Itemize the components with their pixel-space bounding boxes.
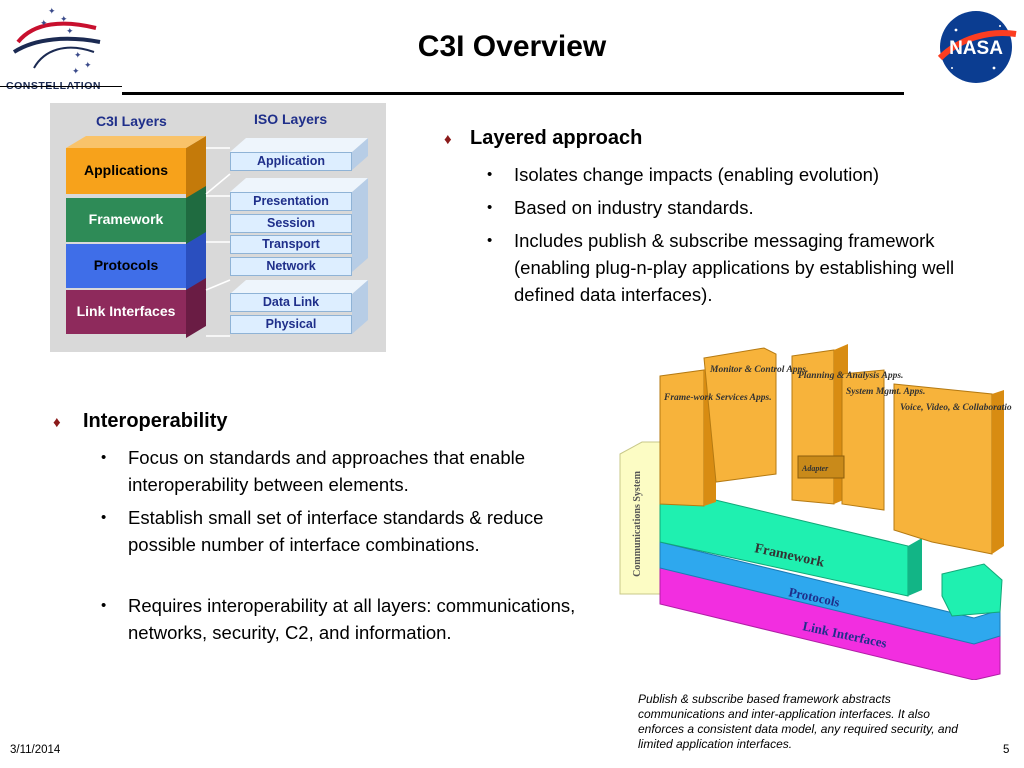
c3i-layers-header: C3I Layers xyxy=(96,113,167,129)
app-label-framework-services: Frame-work Services Apps. xyxy=(663,393,772,403)
comm-system-label: Communications System xyxy=(632,470,643,577)
bullet-dot-icon: • xyxy=(101,449,107,466)
list-item: • Establish small set of interface stand… xyxy=(101,504,568,558)
iso-layer-session: Session xyxy=(230,214,352,233)
c3i-layer-framework: Framework xyxy=(66,198,186,242)
app-label-system-mgmt: System Mgmt. Apps. xyxy=(846,387,925,397)
interoperability-heading-text: Interoperability xyxy=(83,410,228,432)
svg-text:✦: ✦ xyxy=(74,51,82,61)
page-number: 5 xyxy=(1003,744,1010,756)
svg-text:✦: ✦ xyxy=(40,19,48,29)
list-item: • Based on industry standards. xyxy=(487,194,974,221)
c3i-layer-link-interfaces: Link Interfaces xyxy=(66,290,186,334)
iso-layer-presentation: Presentation xyxy=(230,192,352,211)
page-title: C3I Overview xyxy=(417,30,607,63)
header-divider-left xyxy=(0,86,122,87)
app-label-voice-video: Voice, Video, & Collaboration Applicatio… xyxy=(900,403,1012,413)
app-label-planning-analysis: Planning & Analysis Apps. xyxy=(798,371,903,381)
title-divider xyxy=(122,92,904,95)
list-item-text: Includes publish & subscribe messaging f… xyxy=(514,230,955,305)
nasa-wordmark: NASA xyxy=(949,38,1003,59)
iso-layer-transport: Transport xyxy=(230,235,352,254)
footer-date: 3/11/2014 xyxy=(10,744,61,756)
list-item: • Focus on standards and approaches that… xyxy=(101,444,568,498)
diamond-bullet-icon: ♦ xyxy=(53,414,61,431)
layered-approach-heading-text: Layered approach xyxy=(470,127,643,149)
iso-layers-header: ISO Layers xyxy=(254,111,328,127)
c3i-layer-protocols: Protocols xyxy=(66,244,186,288)
list-item-text: Based on industry standards. xyxy=(514,197,754,218)
bullet-dot-icon: • xyxy=(101,597,107,614)
layer-connectors xyxy=(205,147,231,337)
iso-layer-network: Network xyxy=(230,257,352,276)
list-item-text: Establish small set of interface standar… xyxy=(128,507,544,555)
iso-layer-data-link: Data Link xyxy=(230,293,352,312)
list-item-text: Requires interoperability at all layers:… xyxy=(128,595,576,643)
c3i-block-shading xyxy=(66,136,206,338)
list-item: • Isolates change impacts (enabling evol… xyxy=(487,161,974,188)
bullet-dot-icon: • xyxy=(487,199,493,216)
bullet-dot-icon: • xyxy=(487,232,493,249)
bullet-dot-icon: • xyxy=(487,166,493,183)
svg-text:✦: ✦ xyxy=(72,67,80,77)
constellation-logo: ✦✦✦ ✦✦✦✦ xyxy=(12,7,101,77)
nasa-logo: NASA xyxy=(937,11,1017,83)
iso-layer-application: Application xyxy=(230,152,352,171)
architecture-figure: Communications System Link Interfaces Pr… xyxy=(619,344,1012,680)
diamond-bullet-icon: ♦ xyxy=(444,131,452,148)
app-label-monitor-control: Monitor & Control Apps. xyxy=(709,365,808,375)
list-item-text: Focus on standards and approaches that e… xyxy=(128,447,526,495)
layered-approach-heading: ♦ Layered approach xyxy=(444,127,643,150)
bullet-dot-icon: • xyxy=(101,509,107,526)
c3i-layer-applications: Applications xyxy=(66,148,186,194)
adapter-label: Adapter xyxy=(801,464,829,473)
svg-text:✦: ✦ xyxy=(60,15,68,25)
svg-text:✦: ✦ xyxy=(66,27,74,37)
iso-layer-physical: Physical xyxy=(230,315,352,334)
svg-text:✦: ✦ xyxy=(48,7,56,17)
iso-block-shading xyxy=(230,138,368,334)
list-item-text: Isolates change impacts (enabling evolut… xyxy=(514,164,880,185)
interoperability-heading: ♦ Interoperability xyxy=(53,410,228,433)
figure-caption: Publish & subscribe based framework abst… xyxy=(638,692,958,751)
list-item: • Includes publish & subscribe messaging… xyxy=(487,227,974,308)
list-item: • Requires interoperability at all layer… xyxy=(101,592,588,646)
svg-text:✦: ✦ xyxy=(84,61,92,71)
